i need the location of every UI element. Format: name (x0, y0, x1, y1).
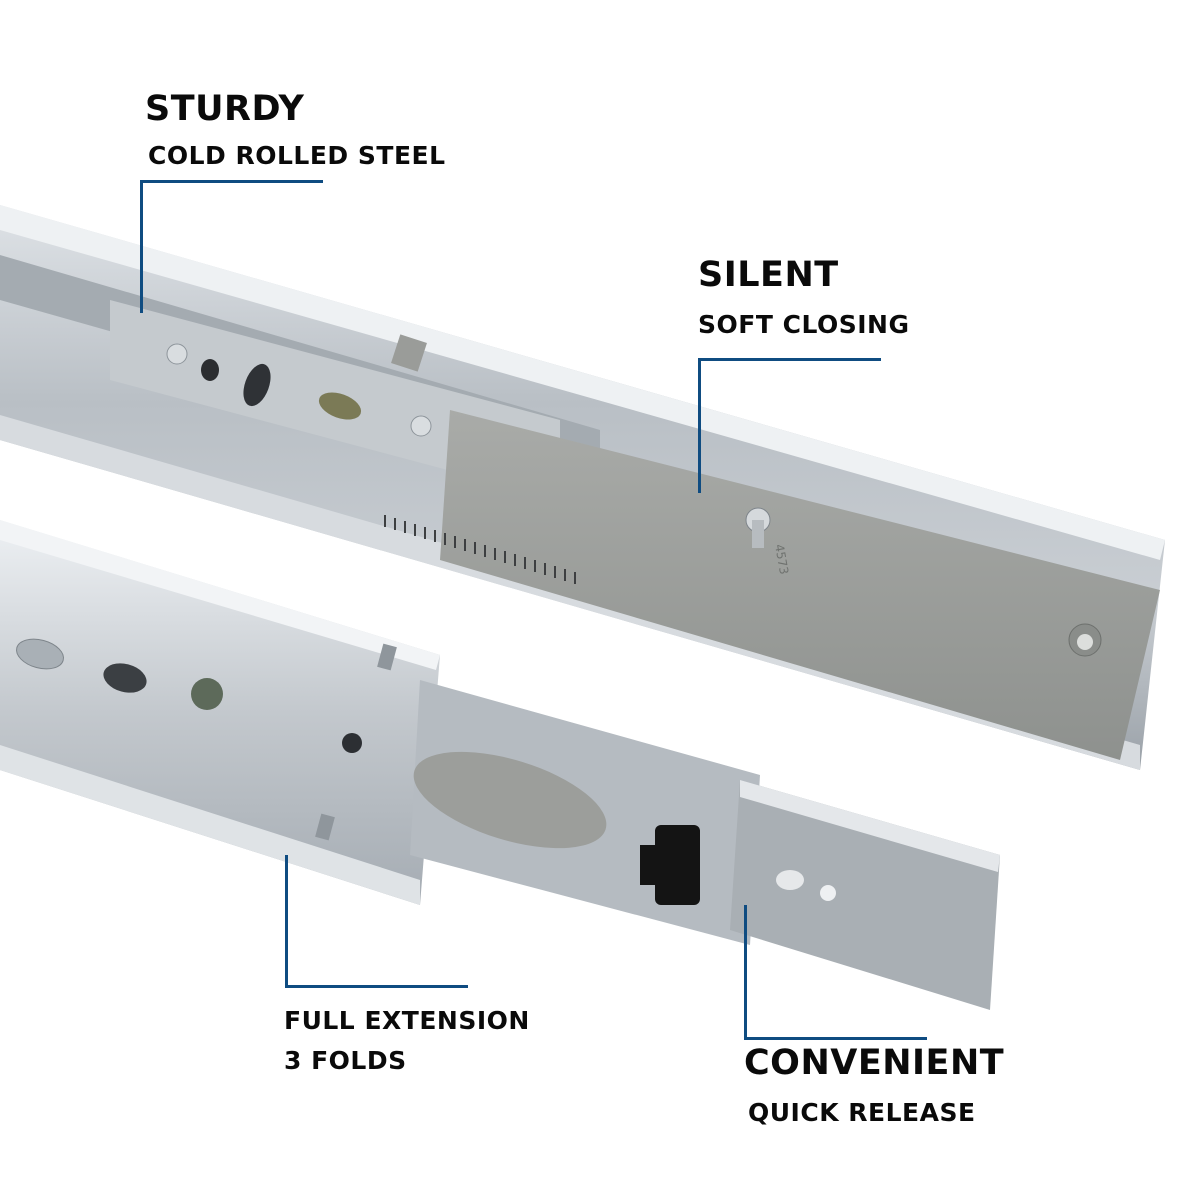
callout-line-extension-v (285, 855, 288, 988)
callout-silent-subtitle: SOFT CLOSING (698, 310, 910, 339)
callout-extension-title: FULL EXTENSION (284, 1006, 530, 1035)
upper-rail: 4573 (0, 205, 1165, 770)
callout-line-silent-h (698, 358, 881, 361)
callout-line-silent-v (698, 358, 701, 493)
callout-sturdy-subtitle: COLD ROLLED STEEL (148, 141, 446, 170)
callout-silent-title: SILENT (698, 255, 839, 295)
callout-line-sturdy-v (140, 180, 143, 313)
callout-line-convenient-h (744, 1037, 927, 1040)
callout-line-sturdy-h (140, 180, 323, 183)
callout-convenient-subtitle: QUICK RELEASE (748, 1098, 976, 1127)
callout-extension-subtitle: 3 FOLDS (284, 1046, 407, 1075)
part-marking: 4573 (772, 543, 791, 576)
callout-sturdy-title: STURDY (145, 89, 305, 129)
callout-convenient-title: CONVENIENT (744, 1043, 1005, 1083)
lower-rail (0, 520, 1000, 1010)
callout-line-extension-h (285, 985, 468, 988)
callout-line-convenient-v (744, 905, 747, 1040)
